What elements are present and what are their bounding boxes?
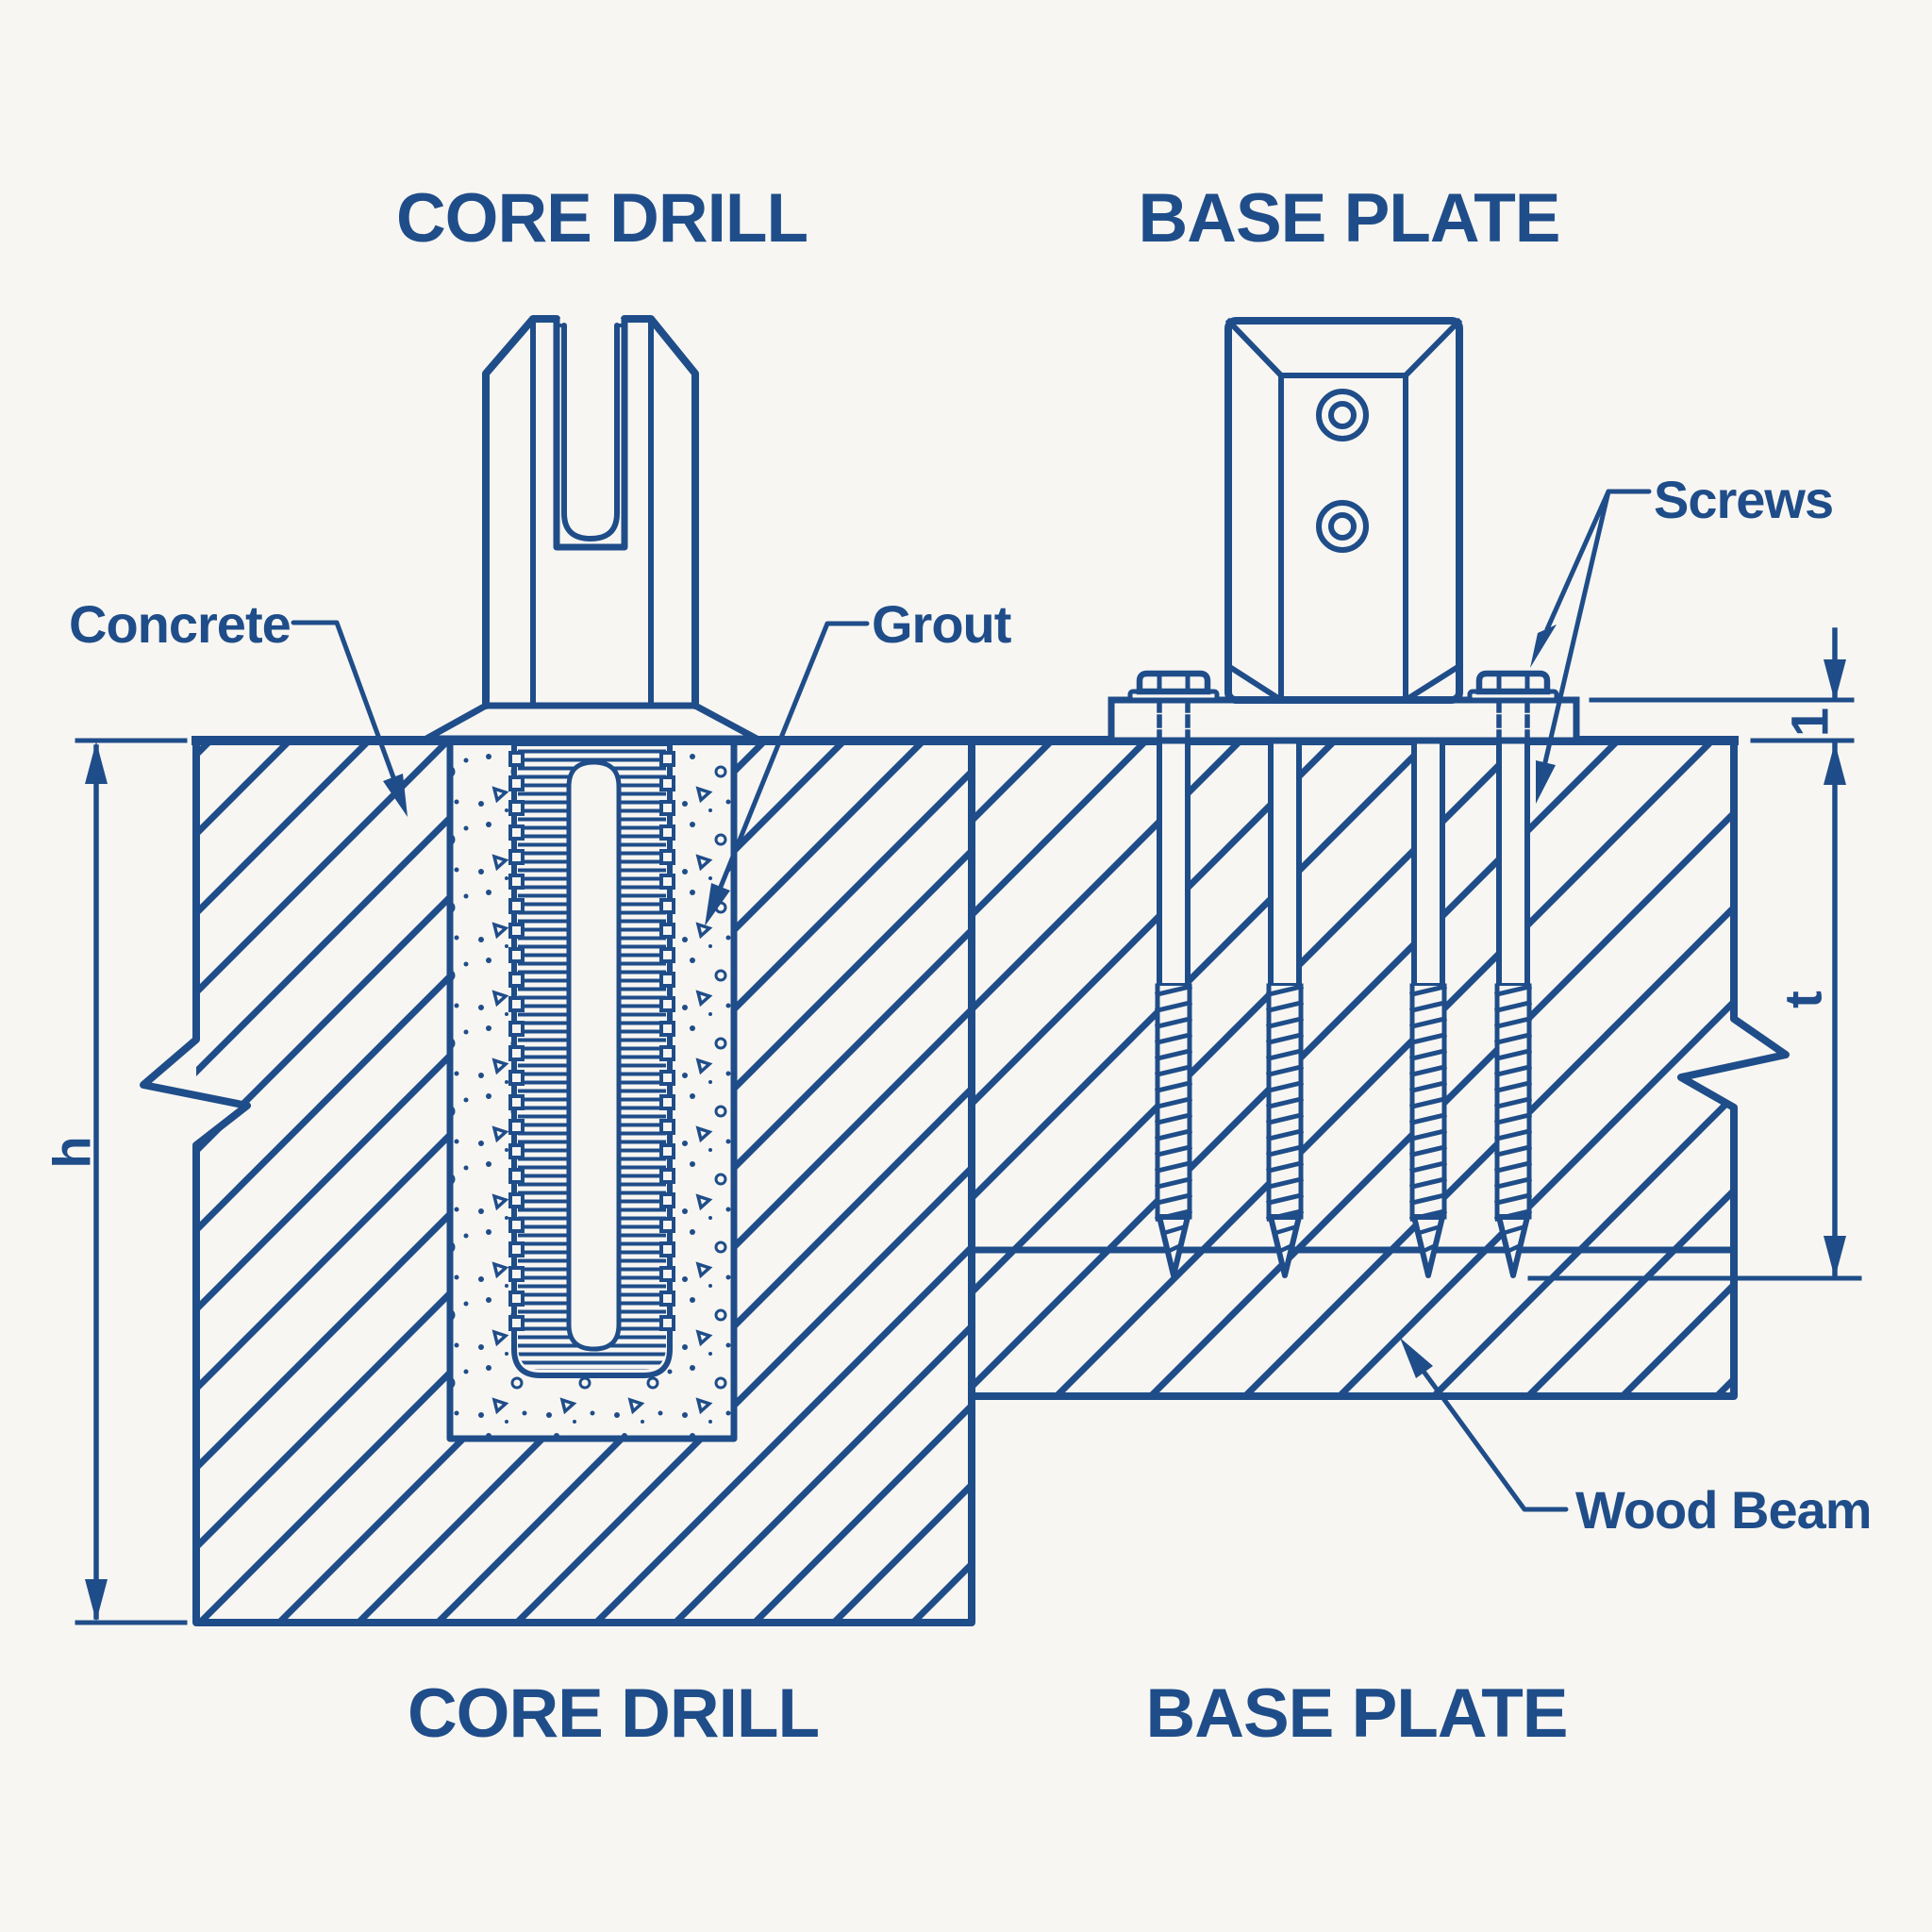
tube-bottom-bevels xyxy=(1224,661,1464,705)
spigot-outer-profile xyxy=(482,315,699,709)
post-tube xyxy=(1224,317,1464,705)
tube-hole-lower-inner xyxy=(1328,512,1357,541)
title-base-plate-bottom: BASE PLATE xyxy=(1146,1675,1568,1752)
tube-top-bevels xyxy=(1224,317,1463,380)
screws-arrowhead-1 xyxy=(1530,625,1557,668)
embedment-label: t xyxy=(1774,991,1833,1008)
spigot-inner-edges xyxy=(483,316,698,708)
h-dim-label: h xyxy=(42,1137,102,1168)
screw-shank-2 xyxy=(1269,741,1301,1275)
grout-label: Grout xyxy=(872,594,1011,654)
grout-leader xyxy=(718,621,870,890)
h-arrow-down xyxy=(85,1579,108,1622)
title-core-drill-top: CORE DRILL xyxy=(396,180,808,257)
dimension-plate-and-embedment: 1 t xyxy=(1527,627,1862,1281)
concrete-label: Concrete xyxy=(69,594,291,654)
h-arrow-up xyxy=(85,741,108,784)
screw-shank-1 xyxy=(1158,741,1190,1275)
spigot-slot-inner xyxy=(561,323,620,541)
wood-beam-leader xyxy=(1422,1370,1569,1512)
insert-core-channel xyxy=(566,759,622,1352)
insert-thread-teeth xyxy=(508,751,675,1331)
tube-hole-upper-inner xyxy=(1328,401,1357,429)
screws-arrowhead-2 xyxy=(1536,760,1556,804)
plate-thickness-label: 1 xyxy=(1780,708,1840,737)
screw-shank-3 xyxy=(1412,741,1444,1275)
tube-inner-panel xyxy=(1278,373,1408,703)
screws-label: Screws xyxy=(1654,470,1833,529)
hole-outline xyxy=(446,737,738,1442)
threaded-insert xyxy=(508,741,675,1378)
tube-hole-lower-outer xyxy=(1316,500,1369,553)
screws-leader-head xyxy=(1544,489,1652,632)
wood-beam-arrowhead xyxy=(1400,1338,1433,1378)
concrete-leader xyxy=(291,620,396,780)
callout-wood-beam: Wood Beam xyxy=(1400,1338,1873,1540)
wood-beam-hatch xyxy=(972,741,1734,1396)
core-drill-spigot xyxy=(423,315,760,742)
concrete-outline xyxy=(140,737,975,1626)
thickness-arrow-down xyxy=(1824,659,1846,702)
screws-leader-shank xyxy=(1542,489,1611,765)
base-plate xyxy=(1108,696,1580,744)
title-core-drill-bottom: CORE DRILL xyxy=(408,1675,819,1752)
callout-grout: Grout xyxy=(705,594,1012,926)
tube-hole-upper-outer xyxy=(1316,389,1369,441)
callout-concrete: Concrete xyxy=(69,594,408,817)
spigot-flange xyxy=(423,702,760,742)
grout-arrowhead xyxy=(705,883,730,926)
callout-screws: Screws xyxy=(1530,470,1834,804)
wood-beam xyxy=(968,737,1790,1400)
dimension-h: h xyxy=(42,738,188,1625)
embedment-arrow-down xyxy=(1824,1236,1846,1278)
wood-beam-label: Wood Beam xyxy=(1575,1480,1872,1540)
wood-beam-outline xyxy=(968,737,1790,1400)
base-plate-assembly xyxy=(1108,317,1580,1275)
screw-shank-4 xyxy=(1497,741,1529,1275)
concrete-arrowhead xyxy=(383,774,408,817)
title-base-plate-top: BASE PLATE xyxy=(1139,180,1560,257)
